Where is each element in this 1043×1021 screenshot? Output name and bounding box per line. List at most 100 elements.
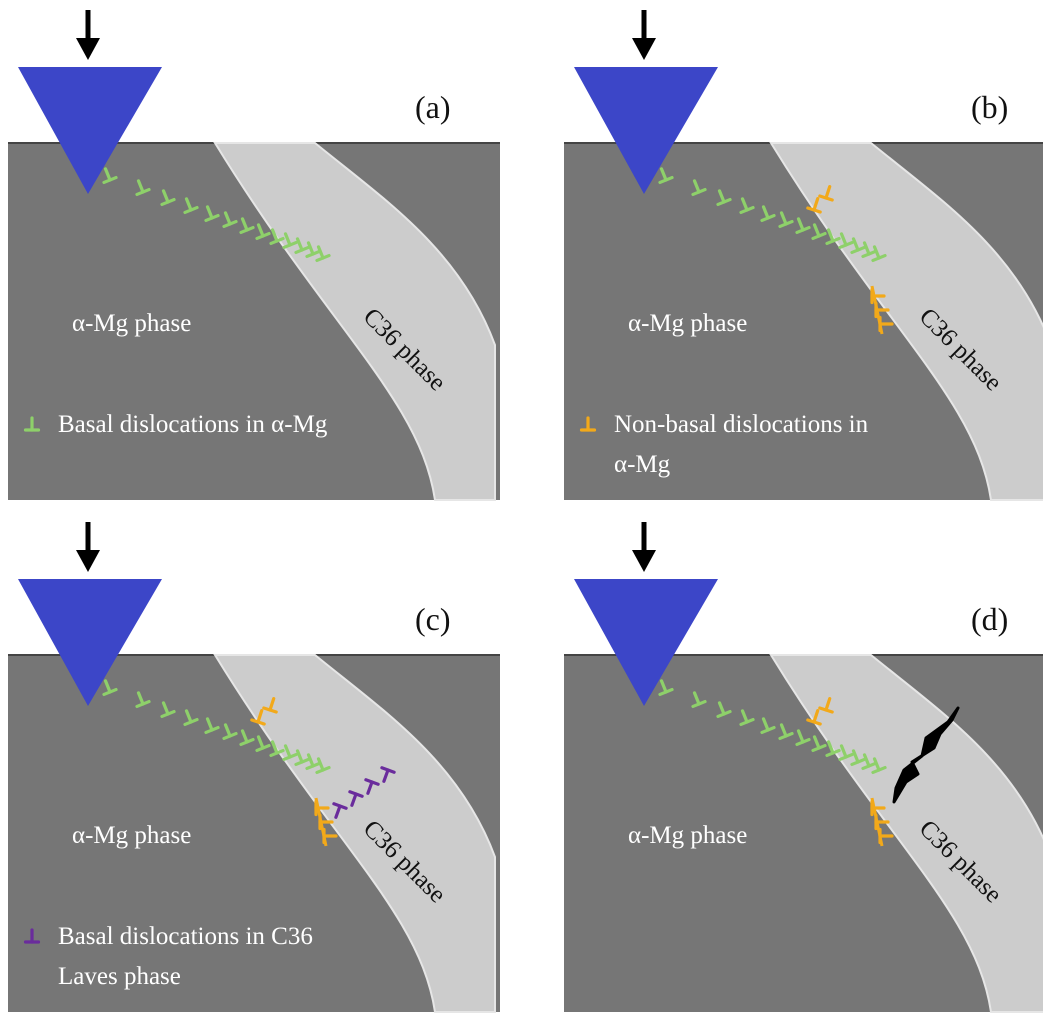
non-basal-dislocation [818, 184, 834, 202]
dislocation-stem [872, 245, 881, 260]
dislocation-base [239, 737, 255, 747]
dislocation-stem [306, 753, 315, 768]
non-basal-dislocation [806, 196, 822, 214]
dislocation-stem [256, 708, 264, 724]
dislocation-stem [824, 696, 832, 712]
dislocation-stem [839, 232, 848, 247]
non-basal-dislocation [262, 696, 278, 714]
panel-label: (d) [971, 601, 1008, 637]
basal-dislocation-mg [315, 757, 331, 775]
dislocation-base [305, 249, 321, 259]
dislocation-stem [779, 723, 788, 738]
basal-dislocation-mg [778, 211, 794, 229]
dislocation-base [818, 194, 834, 202]
legend-text-line2: Laves phase [58, 963, 181, 990]
dislocation-base [364, 778, 380, 786]
dislocation-stem [826, 228, 835, 243]
dislocation-base [222, 731, 238, 741]
basal-dislocation-mg [716, 189, 732, 207]
basal-dislocation-mg [871, 757, 887, 775]
dislocation-stem [205, 717, 214, 732]
dislocation-base [222, 219, 238, 229]
dislocation-stem [812, 223, 821, 238]
dislocation-stem [812, 735, 821, 750]
basal-dislocation-c36 [332, 802, 348, 819]
dislocation-base [294, 245, 310, 255]
dislocation-stem [862, 241, 871, 256]
basal-dislocation-c36 [364, 778, 380, 795]
basal-dislocation-mg [135, 691, 151, 709]
dislocation-base [183, 717, 199, 727]
basal-dislocation-mg [183, 197, 199, 215]
dislocation-stem [334, 804, 342, 819]
basal-dislocation-mg [838, 744, 854, 762]
basal-dislocation-mg [255, 735, 271, 753]
matrix-label: α-Mg phase [72, 822, 191, 849]
basal-dislocation-mg [861, 241, 877, 259]
dislocation-base [818, 706, 834, 714]
dislocation-base [795, 225, 811, 235]
legend-text-line1: Basal dislocations in C36 [58, 923, 313, 950]
dislocation-base [658, 687, 674, 697]
dislocation-stem [350, 792, 358, 807]
legend-dislocation-icon [579, 416, 597, 432]
basal-dislocation-mg [739, 709, 755, 727]
non-basal-dislocation [818, 696, 834, 714]
basal-dislocation-mg [269, 740, 285, 758]
legend-text-line2: α-Mg [614, 451, 671, 478]
dislocation-base [380, 766, 396, 774]
panel-label: (a) [415, 89, 451, 125]
dislocation-base [269, 236, 285, 246]
indenter [574, 67, 718, 194]
dislocation-base [255, 231, 271, 241]
dislocation-base [658, 175, 674, 185]
dislocation-stem [761, 205, 770, 220]
dislocation-stem [268, 696, 276, 712]
legend-text-line1: Non-basal dislocations in [614, 411, 869, 438]
dislocation-stem [295, 749, 304, 764]
dislocation-stem [740, 709, 749, 724]
dislocation-stem [740, 197, 749, 212]
dislocation-base [239, 225, 255, 235]
basal-dislocation-mg [716, 701, 732, 719]
non-basal-array-line [314, 797, 328, 847]
basal-dislocation-mg [204, 205, 220, 223]
basal-dislocation-c36 [348, 790, 364, 807]
basal-dislocation-mg [691, 691, 707, 709]
dislocation-base [282, 752, 298, 762]
dislocation-base [861, 761, 877, 771]
dislocation-stem [692, 691, 701, 706]
dislocation-base [250, 718, 266, 726]
legend-text-line1: Basal dislocations in α-Mg [58, 411, 328, 438]
dislocation-base [739, 717, 755, 727]
dislocation-stem [103, 167, 112, 182]
dislocation-base [332, 802, 348, 810]
dislocation-stem [306, 241, 315, 256]
down-arrow-icon [76, 550, 100, 572]
dislocation-base [315, 253, 331, 263]
dislocation-base [348, 790, 364, 798]
dislocation-stem [824, 184, 832, 200]
c36-band [213, 654, 496, 1013]
dislocation-base [861, 249, 877, 259]
dislocation-stem [717, 189, 726, 204]
dislocation-base [838, 240, 854, 250]
basal-dislocation-mg [825, 228, 841, 246]
dislocation-stem [826, 740, 835, 755]
basal-dislocation-mg [269, 228, 285, 246]
dislocation-stem [862, 753, 871, 768]
zigzag-crack [892, 706, 960, 804]
dislocation-stem [270, 740, 279, 755]
dislocation-stem [136, 179, 145, 194]
dislocation-base [778, 219, 794, 229]
dislocation-base [255, 743, 271, 753]
dislocation-stem [256, 735, 265, 750]
dislocation-stem [812, 196, 820, 212]
basal-dislocation-mg [305, 753, 321, 771]
dislocation-stem [283, 232, 292, 247]
